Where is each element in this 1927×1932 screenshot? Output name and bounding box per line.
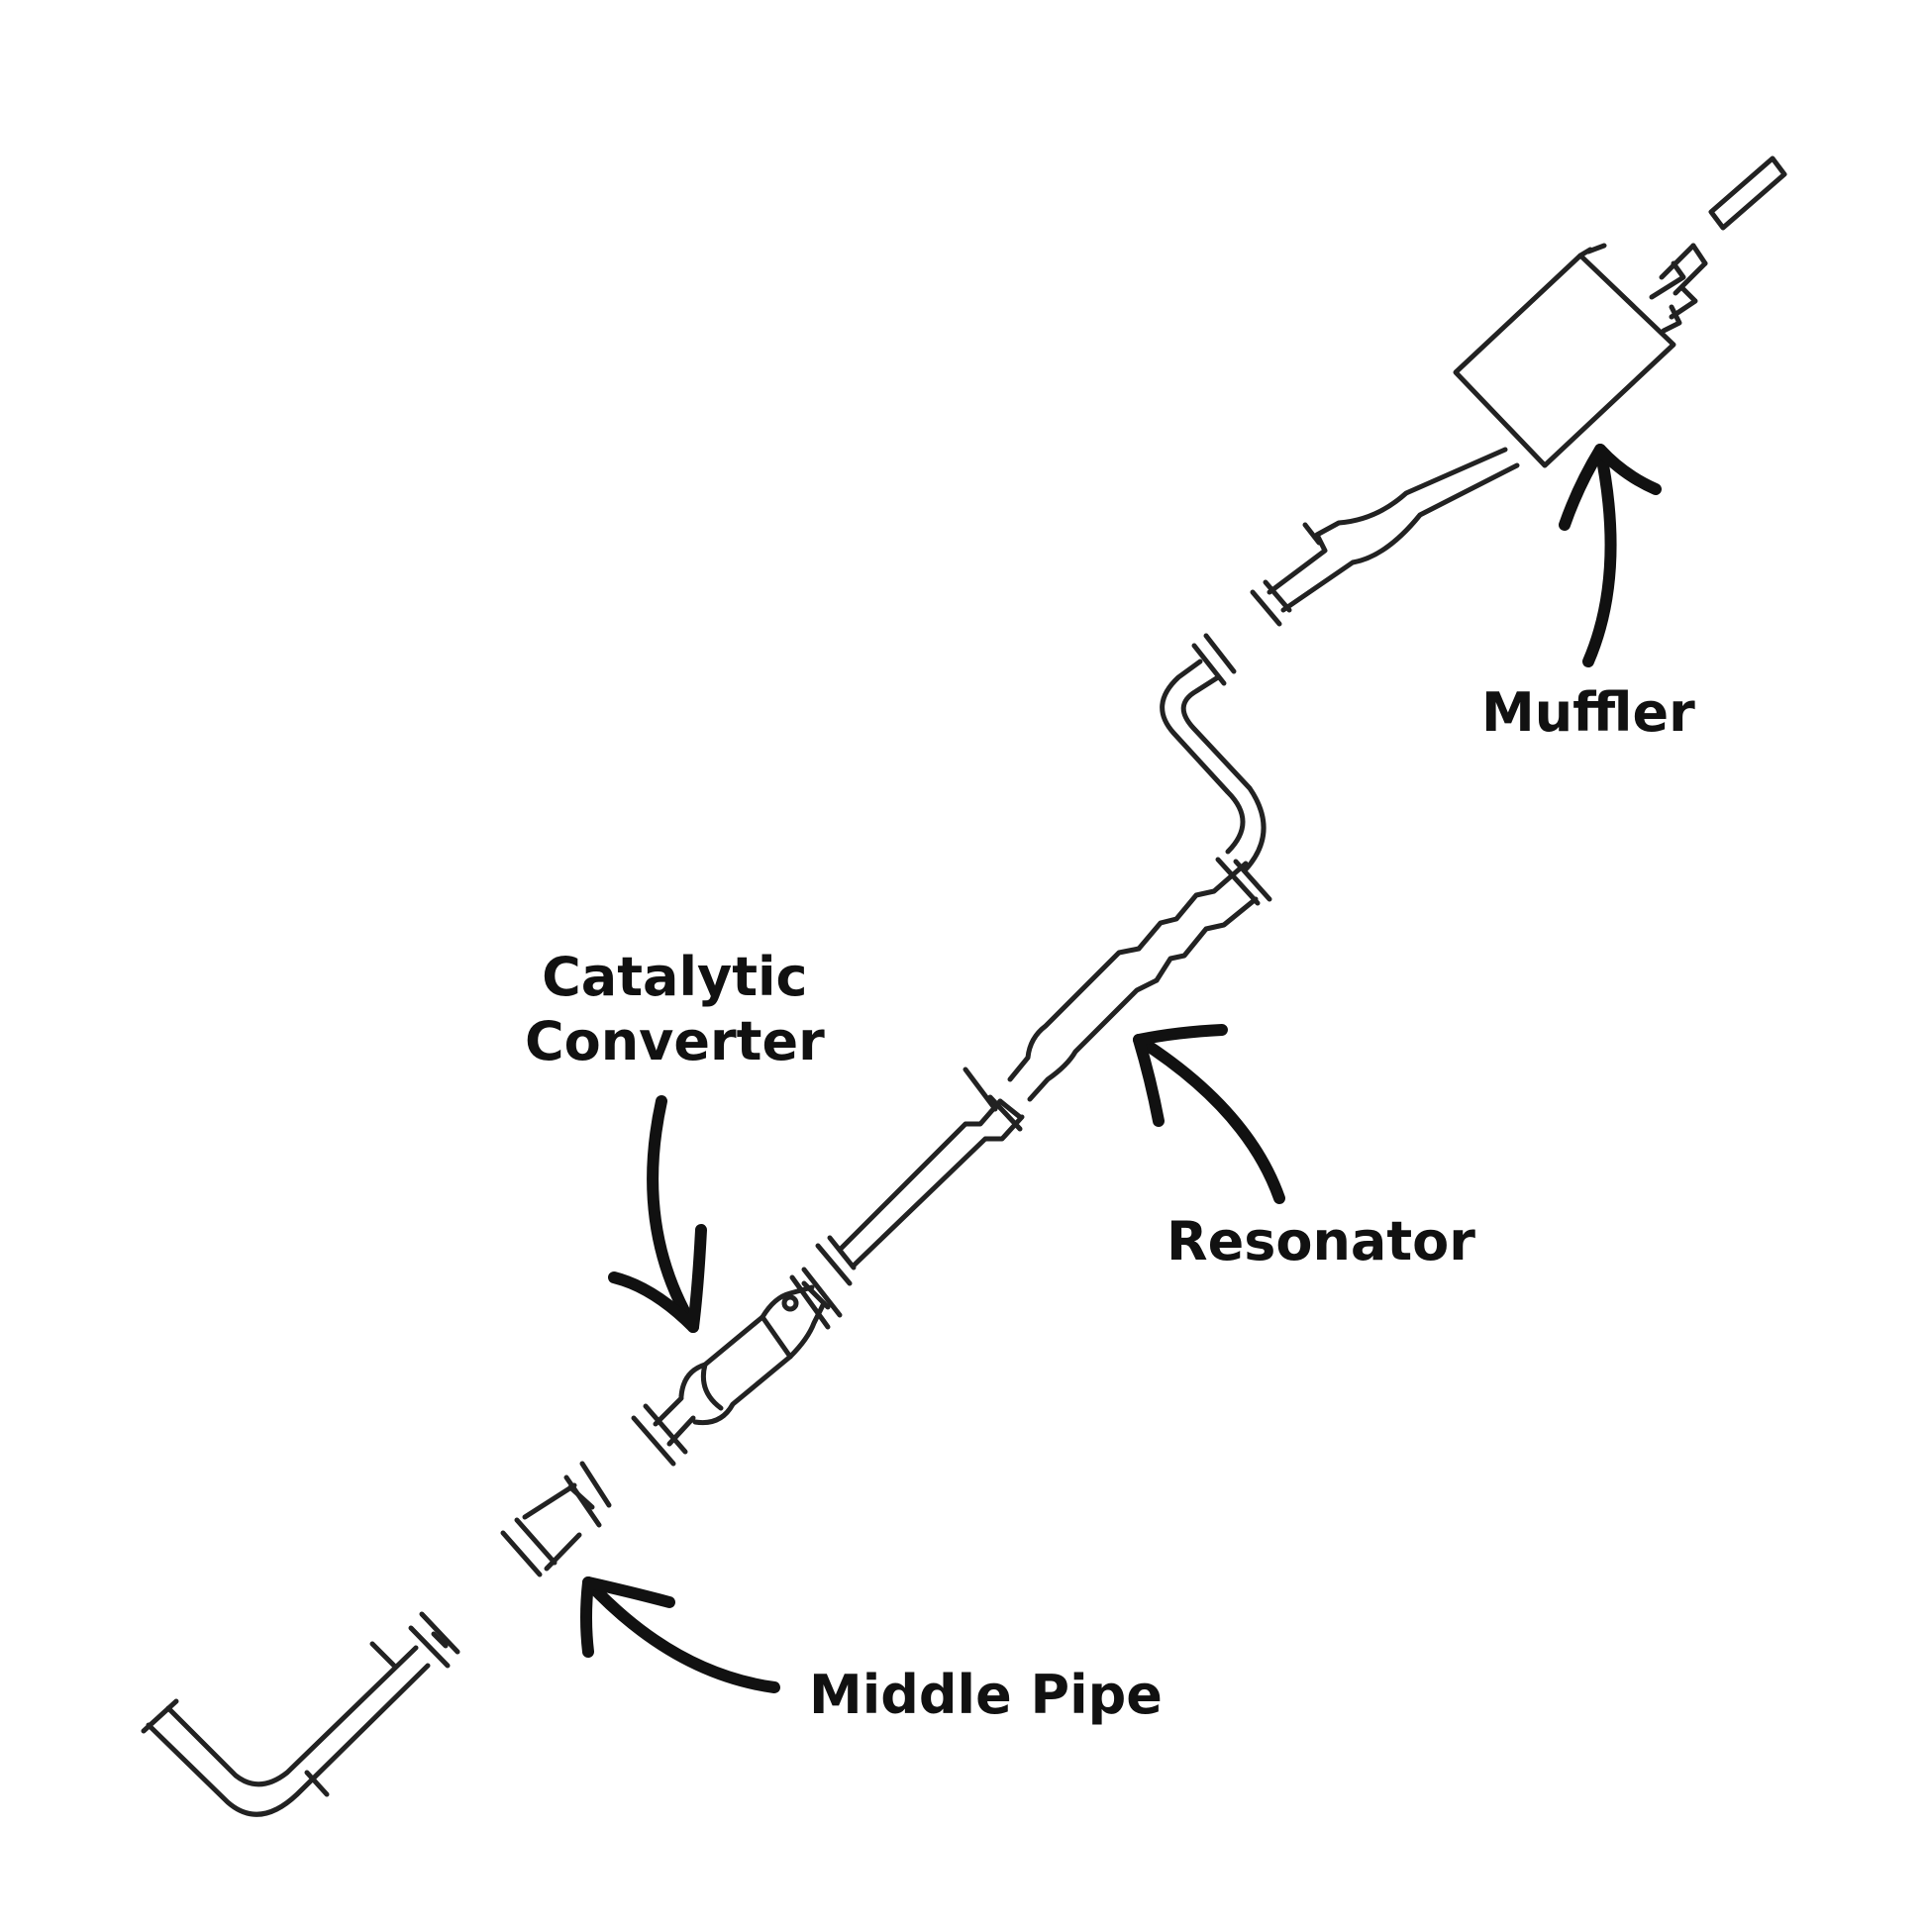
catalytic-converter-label-line2: Converter	[525, 1009, 825, 1072]
arrow-muffler	[1559, 444, 1662, 667]
middle-pipe	[500, 1461, 612, 1577]
arrow-catalytic-converter	[608, 1095, 707, 1333]
arrow-resonator	[1133, 1024, 1285, 1204]
middle-pipe-label: Middle Pipe	[809, 1664, 1163, 1726]
resonator	[815, 633, 1272, 1286]
resonator-label: Resonator	[1166, 1210, 1475, 1272]
front-pipe	[141, 1611, 460, 1817]
arrow-middle-pipe	[580, 1576, 780, 1693]
catalytic-converter	[631, 1267, 843, 1467]
muffler	[1250, 155, 1787, 627]
catalytic-converter-label: Catalytic Converter	[525, 946, 825, 1074]
muffler-label: Muffler	[1481, 681, 1695, 744]
catalytic-converter-label-line1: Catalytic	[542, 946, 808, 1008]
